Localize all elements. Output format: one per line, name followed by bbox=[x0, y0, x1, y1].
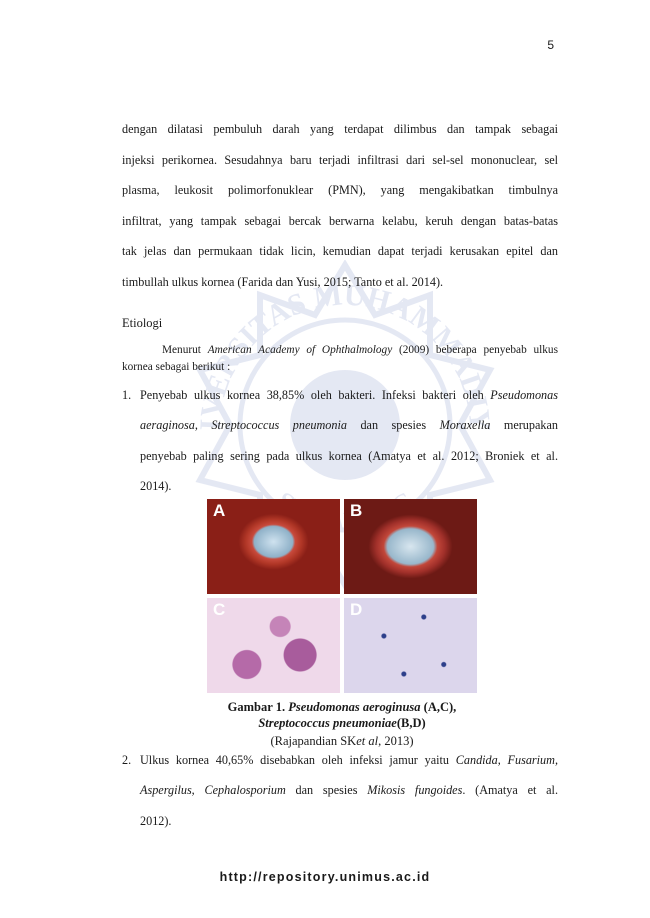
repository-url-footer: http://repository.unimus.ac.id bbox=[219, 870, 431, 884]
panel-label: D bbox=[350, 600, 363, 619]
list-line: 2014). bbox=[140, 479, 172, 494]
figure-panel-b: B bbox=[344, 499, 477, 594]
figure-credit: (Rajapandian SKet al, 2013) bbox=[270, 734, 414, 748]
paragraph-line: dengan dilatasi pembuluh darah yang terd… bbox=[122, 122, 558, 136]
figure-panel-c: C bbox=[207, 598, 340, 693]
figure-panel-d: D bbox=[344, 598, 477, 693]
list-line: penyebab paling sering pada ulkus kornea… bbox=[140, 448, 558, 463]
panel-label: A bbox=[213, 501, 226, 520]
list-line: Aspergilus, Cephalosporium dan spesies M… bbox=[140, 783, 558, 798]
panel-label: B bbox=[350, 501, 363, 520]
intro-paragraph: Menurut American Academy of Ophthalmolog… bbox=[122, 342, 558, 375]
figure-caption: Gambar 1. Pseudomonas aeroginusa (A,C), … bbox=[227, 700, 457, 730]
page-number: 5 bbox=[547, 38, 554, 52]
list-line: aeraginosa, Streptococcus pneumonia dan … bbox=[140, 418, 558, 433]
paragraph-line: injeksi perikornea. Sesudahnya baru terj… bbox=[122, 152, 558, 167]
figure-image-grid: A B C D bbox=[207, 499, 477, 693]
paragraph-line: infiltrat, yang tampak sebagai bercak be… bbox=[122, 213, 558, 228]
paragraph-line: timbullah ulkus kornea (Farida dan Yusi,… bbox=[122, 274, 444, 289]
section-heading: Etiologi bbox=[122, 316, 163, 330]
panel-label: C bbox=[213, 600, 226, 619]
list-number: 2. bbox=[122, 753, 132, 767]
intro-line: Menurut American Academy of Ophthalmolog… bbox=[162, 344, 558, 356]
body-paragraph: dengan dilatasi pembuluh darah yang terd… bbox=[122, 114, 558, 298]
list-line: Ulkus kornea 40,65% disebabkan oleh infe… bbox=[140, 753, 558, 767]
paragraph-line: tak jelas dan permukaan tidak licin, kem… bbox=[122, 244, 558, 259]
list-line: Penyebab ulkus kornea 38,85% oleh bakter… bbox=[140, 388, 558, 402]
paragraph-line: plasma, leukosit polimorfonuklear (PMN),… bbox=[122, 183, 558, 198]
figure-panel-a: A bbox=[207, 499, 340, 594]
list-number: 1. bbox=[122, 388, 132, 402]
intro-line: kornea sebagai berikut : bbox=[122, 360, 231, 373]
list-line: 2012). bbox=[140, 813, 172, 828]
